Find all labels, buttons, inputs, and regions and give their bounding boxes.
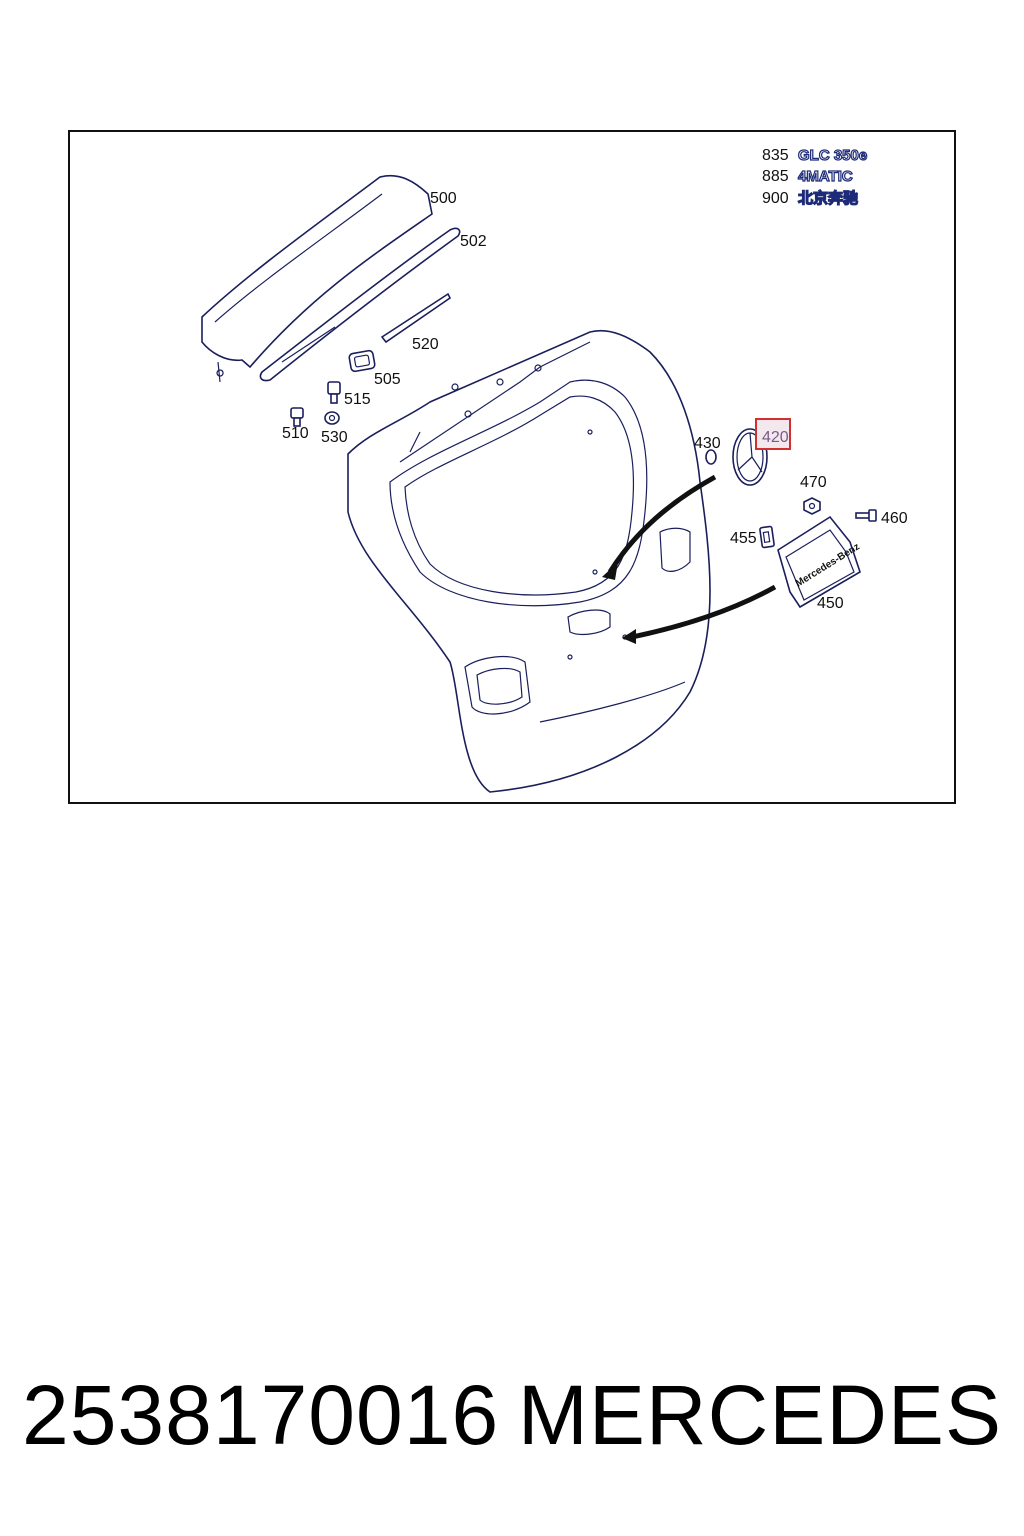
callout-530: 530 xyxy=(321,429,348,446)
assembly-arrow-plate xyxy=(622,584,777,644)
callout-520: 520 xyxy=(412,336,439,353)
legend-code-900: 900 xyxy=(762,190,789,207)
callout-420: 420 xyxy=(762,429,789,446)
bolt-part-460 xyxy=(855,509,877,522)
parts-diagram-frame: Mercedes-Benz 500 502 520 505 515 510 53… xyxy=(68,130,956,804)
callout-502: 502 xyxy=(460,233,487,250)
callout-460: 460 xyxy=(881,510,908,527)
callout-455: 455 xyxy=(730,530,757,547)
legend-code-835: 835 xyxy=(762,147,789,164)
callout-450: 450 xyxy=(817,595,844,612)
highlighted-callout-420: 420 xyxy=(755,418,791,450)
grommet-part-505 xyxy=(348,349,376,373)
clip-part-455 xyxy=(759,525,775,549)
callout-515: 515 xyxy=(344,391,371,408)
brand-name: MERCEDES xyxy=(517,1368,1002,1462)
part-number: 2538170016 xyxy=(22,1368,500,1462)
nut-part-530 xyxy=(324,411,340,425)
variant-legend: 835 GLC 350e 885 4MATIC 900 北京奔驰 xyxy=(762,146,868,207)
nut-part-470 xyxy=(803,497,821,515)
legend-badge-4matic: 4MATIC xyxy=(798,168,853,185)
trim-strip-part-502 xyxy=(259,227,461,382)
assembly-arrow-emblem xyxy=(602,474,717,580)
callout-500: 500 xyxy=(430,190,457,207)
callout-430: 430 xyxy=(694,435,721,452)
tailgate-panel xyxy=(347,329,711,793)
callout-470: 470 xyxy=(800,474,827,491)
grommet-part-430 xyxy=(705,449,717,465)
legend-code-885: 885 xyxy=(762,168,789,185)
spoiler-part-500 xyxy=(201,175,433,383)
legend-badge-beijing-benz: 北京奔驰 xyxy=(798,189,858,207)
footer-caption: 2538170016 MERCEDES xyxy=(0,1360,1024,1470)
callout-505: 505 xyxy=(374,371,401,388)
legend-badge-glc-350e: GLC 350e xyxy=(798,147,867,164)
license-plate-holder-part-450: Mercedes-Benz xyxy=(777,515,862,609)
clip-part-515 xyxy=(327,381,341,404)
wiper-part-520 xyxy=(380,292,452,344)
callout-510: 510 xyxy=(282,425,309,442)
exploded-view-diagram: Mercedes-Benz 500 502 520 505 515 510 53… xyxy=(201,146,908,793)
screw-part-510 xyxy=(290,407,304,427)
